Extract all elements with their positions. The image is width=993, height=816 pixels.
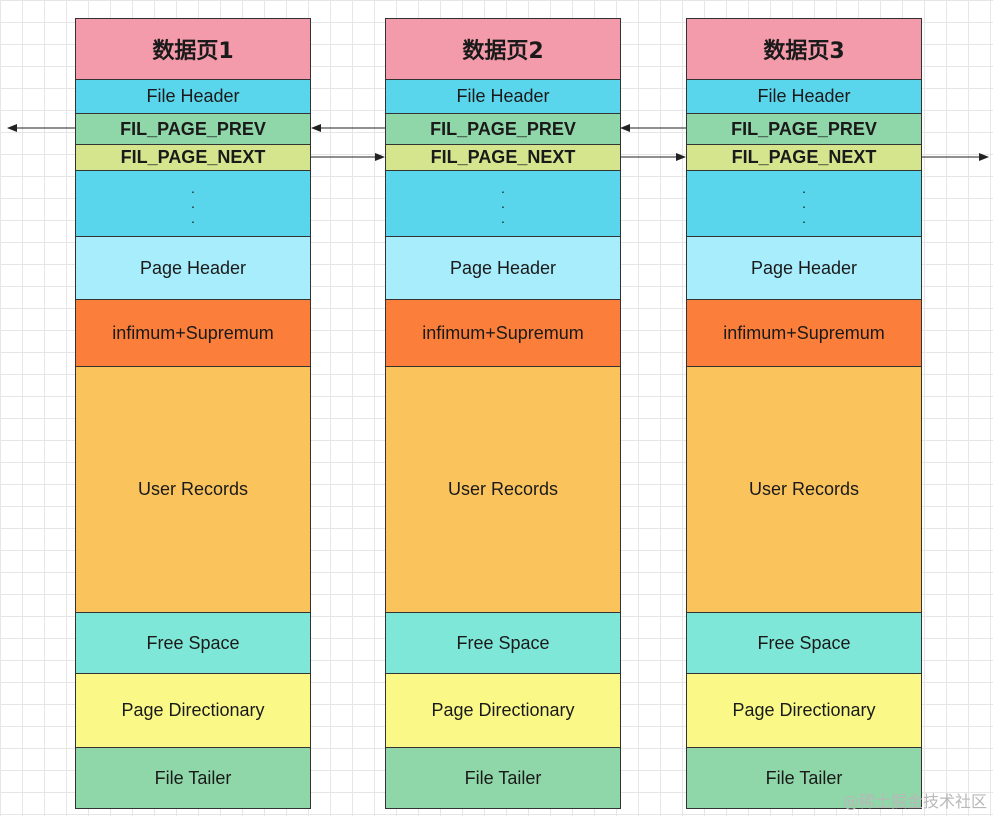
file-header-section: File Header: [76, 80, 310, 114]
dot: .: [191, 195, 195, 211]
ellipsis-section: . . .: [76, 171, 310, 237]
free-space-section: Free Space: [76, 613, 310, 674]
dot: .: [802, 180, 806, 196]
fil-page-prev-section: FIL_PAGE_PREV: [386, 114, 620, 145]
page-header-section: Page Header: [386, 237, 620, 300]
page-header-section: Page Header: [687, 237, 921, 300]
data-page-2: 数据页2 File Header FIL_PAGE_PREV FIL_PAGE_…: [385, 18, 621, 809]
data-page-3: 数据页3 File Header FIL_PAGE_PREV FIL_PAGE_…: [686, 18, 922, 809]
page-directory-section: Page Directionary: [687, 674, 921, 748]
page-directory-section: Page Directionary: [386, 674, 620, 748]
dot: .: [191, 180, 195, 196]
page-title: 数据页3: [687, 19, 921, 80]
ellipsis-section: . . .: [687, 171, 921, 237]
free-space-section: Free Space: [386, 613, 620, 674]
free-space-section: Free Space: [687, 613, 921, 674]
page-directory-section: Page Directionary: [76, 674, 310, 748]
fil-page-next-section: FIL_PAGE_NEXT: [687, 145, 921, 171]
user-records-section: User Records: [687, 367, 921, 613]
fil-page-next-section: FIL_PAGE_NEXT: [76, 145, 310, 171]
page-header-section: Page Header: [76, 237, 310, 300]
file-header-section: File Header: [687, 80, 921, 114]
ellipsis-section: . . .: [386, 171, 620, 237]
dot: .: [802, 210, 806, 226]
data-page-1: 数据页1 File Header FIL_PAGE_PREV FIL_PAGE_…: [75, 18, 311, 809]
file-tailer-section: File Tailer: [76, 748, 310, 808]
fil-page-prev-section: FIL_PAGE_PREV: [76, 114, 310, 145]
dot: .: [191, 210, 195, 226]
infimum-supremum-section: infimum+Supremum: [76, 300, 310, 367]
file-tailer-section: File Tailer: [386, 748, 620, 808]
infimum-supremum-section: infimum+Supremum: [386, 300, 620, 367]
page-title: 数据页1: [76, 19, 310, 80]
fil-page-prev-section: FIL_PAGE_PREV: [687, 114, 921, 145]
infimum-supremum-section: infimum+Supremum: [687, 300, 921, 367]
user-records-section: User Records: [76, 367, 310, 613]
page-title: 数据页2: [386, 19, 620, 80]
user-records-section: User Records: [386, 367, 620, 613]
fil-page-next-section: FIL_PAGE_NEXT: [386, 145, 620, 171]
watermark: @稀土掘金技术社区: [842, 792, 987, 811]
dot: .: [802, 195, 806, 211]
file-tailer-section: File Tailer: [687, 748, 921, 808]
dot: .: [501, 195, 505, 211]
dot: .: [501, 180, 505, 196]
dot: .: [501, 210, 505, 226]
file-header-section: File Header: [386, 80, 620, 114]
